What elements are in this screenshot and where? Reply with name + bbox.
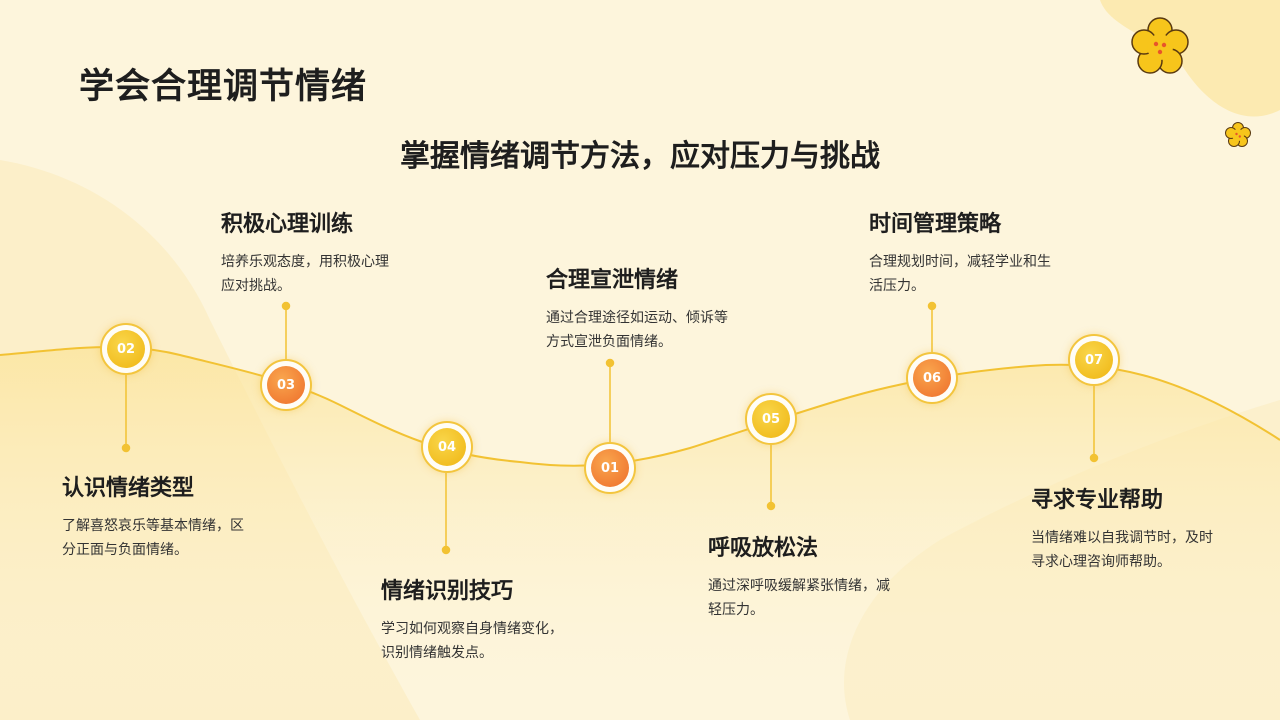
step-desc-01: 通过合理途径如运动、倾诉等方式宣泄负面情绪。 [546,310,728,350]
step-desc-05: 通过深呼吸缓解紧张情绪，减轻压力。 [708,578,890,618]
step-title-01: 合理宣泄情绪 [546,268,679,293]
step-desc-03: 培养乐观态度，用积极心理应对挑战。 [221,254,389,294]
step-node-03: 03 [260,359,312,411]
step-node-04: 04 [421,421,473,473]
step-title-05: 呼吸放松法 [708,536,819,561]
corner-blob [1100,0,1280,117]
step-title-06: 时间管理策略 [869,212,1002,237]
step-card-06: 时间管理策略 合理规划时间，减轻学业和生活压力。 [869,206,1051,298]
step-card-04: 情绪识别技巧 学习如何观察自身情绪变化，识别情绪触发点。 [381,573,563,665]
step-card-02: 认识情绪类型 了解喜怒哀乐等基本情绪，区分正面与负面情绪。 [62,470,248,562]
flower-icon [1131,17,1189,74]
step-number-03: 03 [267,366,305,404]
step-title-02: 认识情绪类型 [62,476,195,501]
step-number-07: 07 [1075,341,1113,379]
step-title-03: 积极心理训练 [221,212,354,237]
step-desc-04: 学习如何观察自身情绪变化，识别情绪触发点。 [381,621,563,661]
step-number-04: 04 [428,428,466,466]
step-node-01: 01 [584,442,636,494]
step-desc-07: 当情绪难以自我调节时，及时寻求心理咨询师帮助。 [1031,530,1213,570]
step-node-07: 07 [1068,334,1120,386]
small-flower-icon [1225,122,1251,147]
step-number-02: 02 [107,330,145,368]
page-subtitle: 掌握情绪调节方法，应对压力与挑战 [400,139,880,174]
step-desc-02: 了解喜怒哀乐等基本情绪，区分正面与负面情绪。 [62,518,244,558]
step-card-01: 合理宣泄情绪 通过合理途径如运动、倾诉等方式宣泄负面情绪。 [546,262,728,354]
step-title-04: 情绪识别技巧 [381,579,514,604]
step-number-06: 06 [913,359,951,397]
step-node-02: 02 [100,323,152,375]
wave-fill [0,347,1280,720]
step-title-07: 寻求专业帮助 [1031,488,1164,513]
page-title: 学会合理调节情绪 [79,67,368,107]
step-card-03: 积极心理训练 培养乐观态度，用积极心理应对挑战。 [221,206,401,298]
step-node-06: 06 [906,352,958,404]
step-card-07: 寻求专业帮助 当情绪难以自我调节时，及时寻求心理咨询师帮助。 [1031,482,1221,574]
step-number-01: 01 [591,449,629,487]
step-desc-06: 合理规划时间，减轻学业和生活压力。 [869,254,1051,294]
step-card-05: 呼吸放松法 通过深呼吸缓解紧张情绪，减轻压力。 [708,530,898,622]
step-node-05: 05 [745,393,797,445]
step-number-05: 05 [752,400,790,438]
